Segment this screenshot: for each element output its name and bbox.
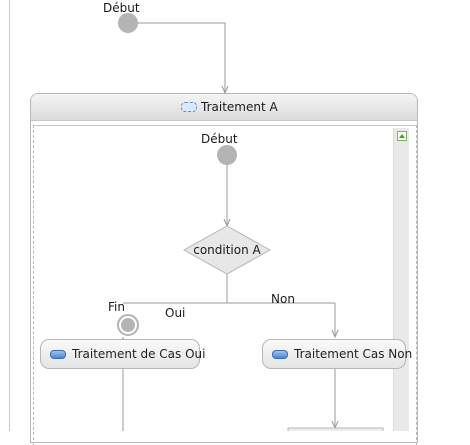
action-traitement-de-cas-oui[interactable]: Traitement de Cas Oui — [40, 339, 205, 369]
group-title: Traitement A — [181, 100, 278, 114]
activity-diagram-canvas: Début Traitement A — [9, 0, 418, 445]
inner-start-label: Début — [201, 132, 238, 146]
decision-node-shape — [182, 225, 272, 275]
action-traitement-cas-non[interactable]: Traitement Cas Non — [262, 339, 412, 369]
branch-no-label: Non — [271, 292, 295, 306]
diagram-edges — [119, 22, 384, 431]
activity-group-icon — [181, 102, 197, 112]
action-icon — [50, 349, 66, 359]
inner-start-node[interactable] — [217, 145, 237, 165]
edge-outer-start-to-group — [138, 22, 226, 93]
group-inner-frame-right-edge — [416, 125, 418, 445]
scroll-up-arrow-icon[interactable] — [397, 131, 407, 141]
decision-node[interactable]: condition A — [184, 226, 270, 274]
action-label: Traitement de Cas Oui — [72, 347, 206, 361]
branch-yes-label: Oui — [165, 306, 186, 320]
action-icon — [272, 349, 288, 359]
group-title-label: Traitement A — [201, 100, 278, 114]
arrowhead-group — [221, 85, 229, 95]
action-label: Traitement Cas Non — [294, 347, 413, 361]
outer-start-label: Début — [103, 1, 140, 15]
group-header[interactable]: Traitement A — [31, 94, 417, 121]
end-label: Fin — [108, 300, 125, 314]
group-inner-frame — [33, 125, 418, 445]
decision-label: condition A — [193, 243, 261, 257]
next-node-partial — [287, 427, 384, 431]
end-node[interactable] — [117, 314, 139, 336]
outer-start-node[interactable] — [118, 13, 138, 33]
arrowhead-cas-non — [331, 329, 339, 339]
editor-left-border — [9, 0, 10, 431]
